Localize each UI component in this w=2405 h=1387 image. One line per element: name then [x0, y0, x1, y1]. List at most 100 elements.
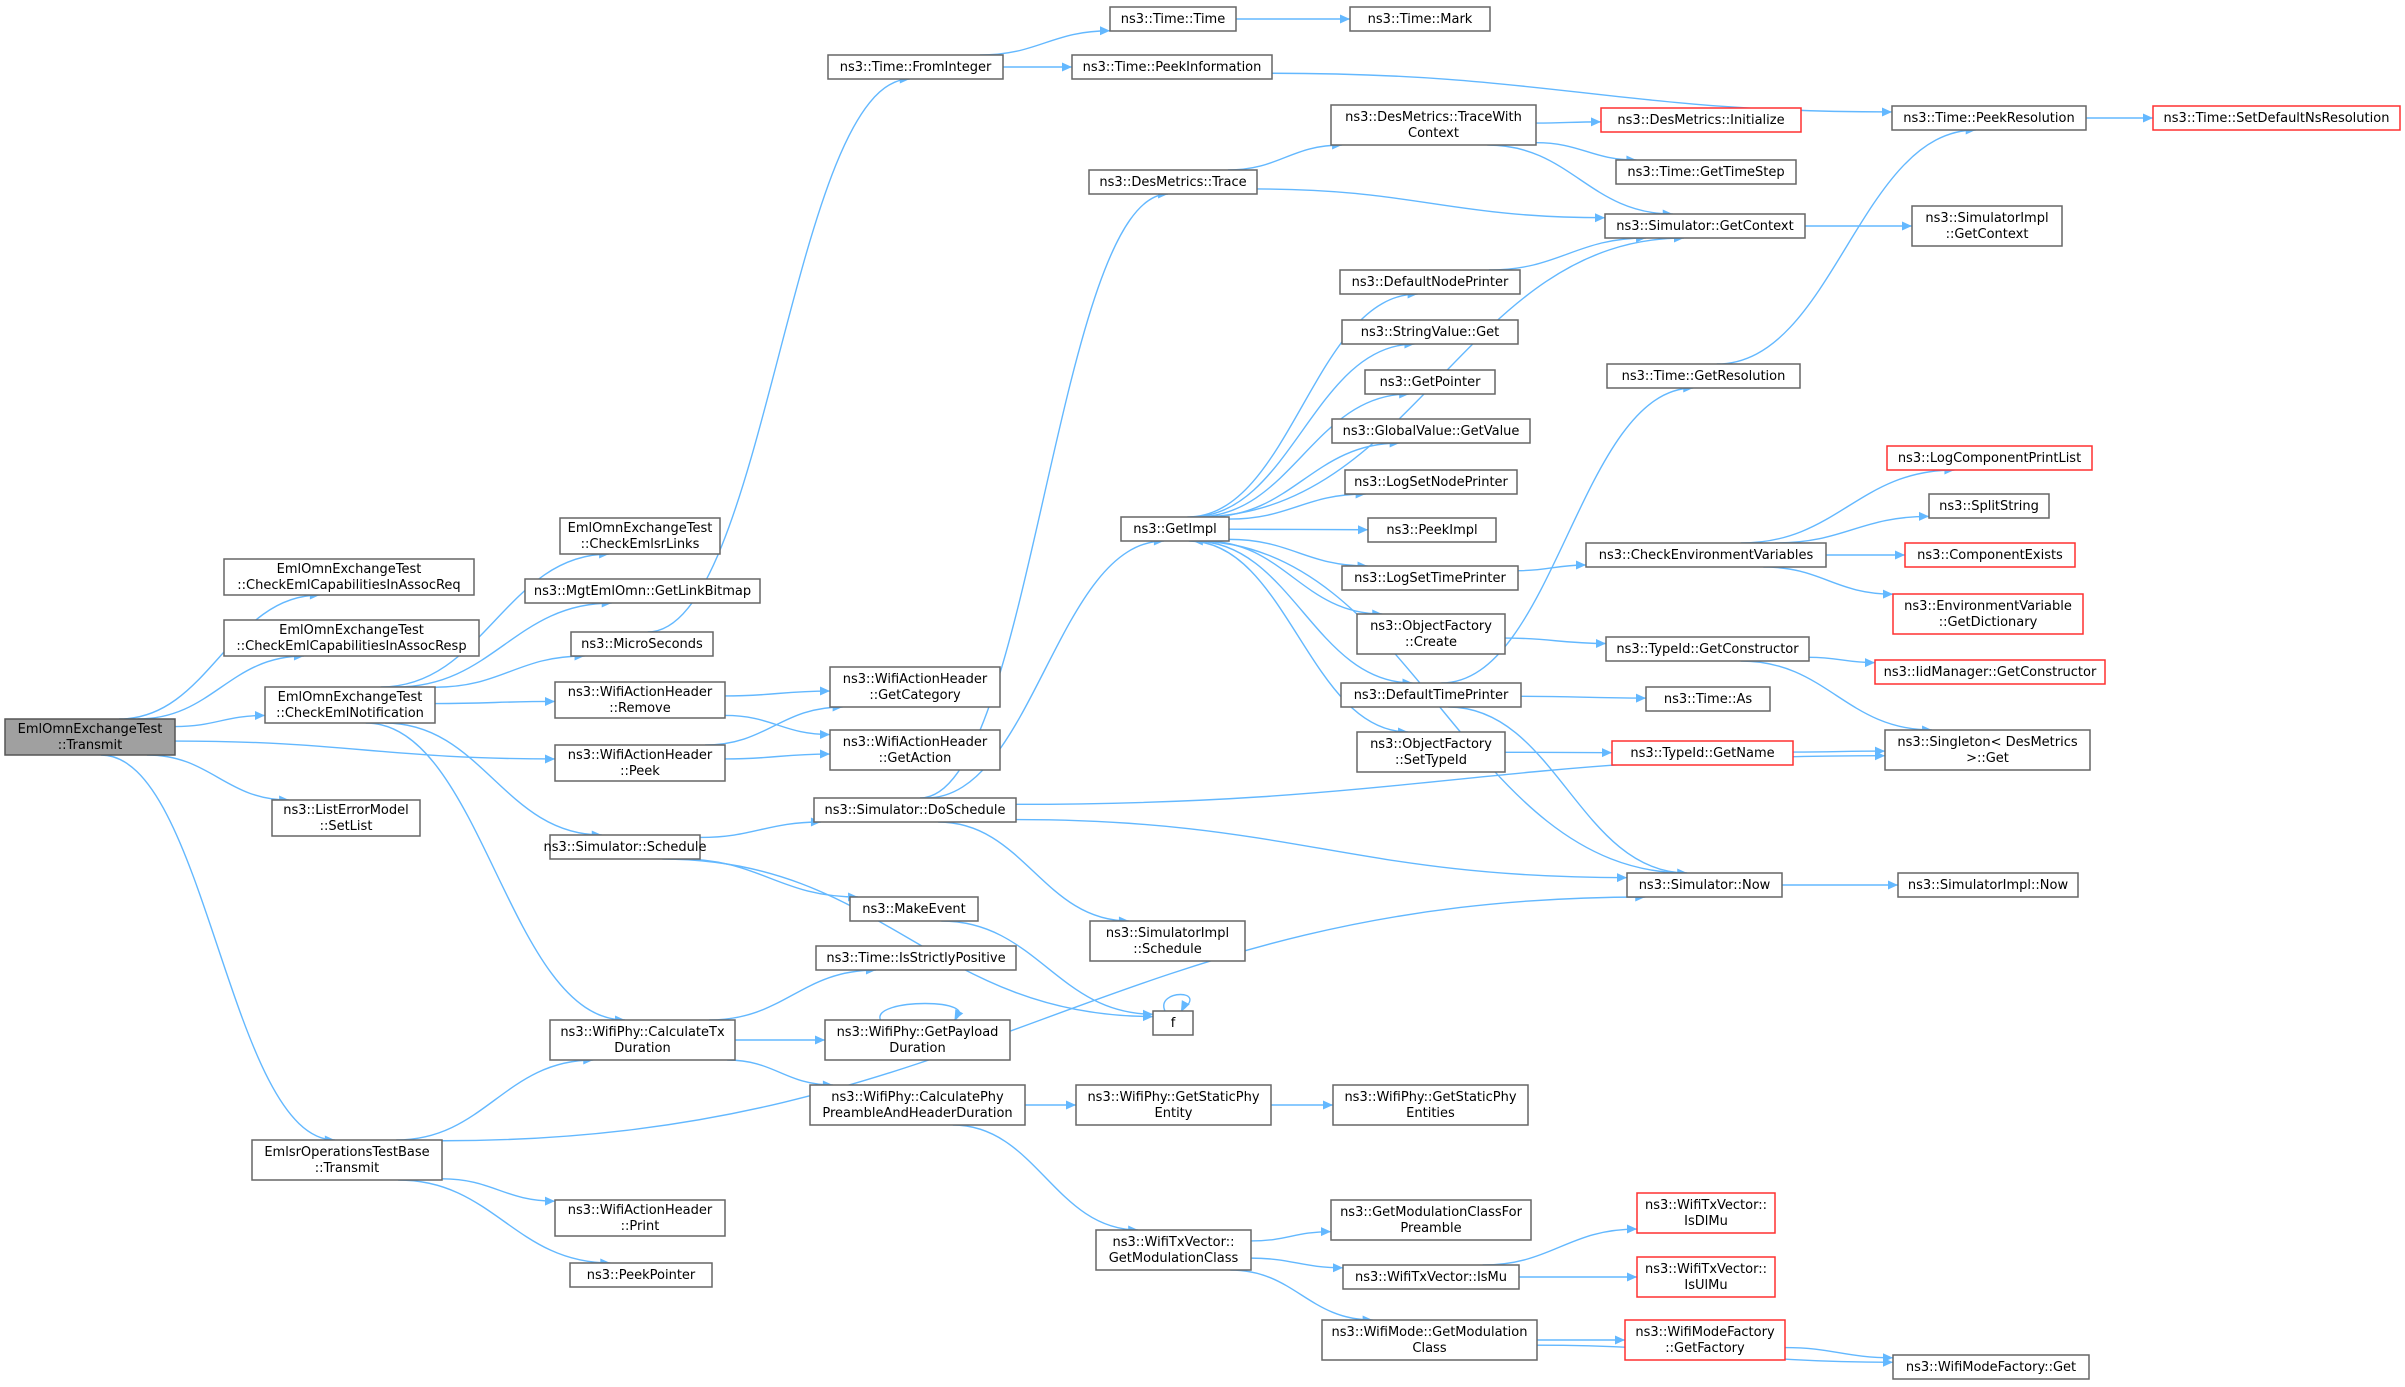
node-box: [1342, 1264, 1520, 1290]
graph-node[interactable]: ns3::DesMetrics::Initialize: [1600, 107, 1802, 133]
graph-node[interactable]: ns3::Time::As: [1645, 686, 1771, 712]
graph-node[interactable]: EmlOmnExchangeTest::CheckEmlCapabilities…: [223, 558, 475, 596]
edge-n32-n47-arrowhead: [1591, 117, 1601, 127]
graph-node[interactable]: ns3::ComponentExists: [1904, 542, 2076, 568]
graph-node[interactable]: ns3::Time::Time: [1109, 6, 1237, 32]
node-label: ns3::LogComponentPrintList: [1898, 451, 2081, 466]
graph-node[interactable]: EmlOmnExchangeTest::Transmit: [4, 718, 176, 756]
graph-node[interactable]: ns3::PeekImpl: [1367, 517, 1497, 543]
graph-node[interactable]: ns3::WifiModeFactory::Get: [1892, 1354, 2090, 1380]
graph-node[interactable]: ns3::ListErrorModel::SetList: [271, 799, 421, 837]
graph-node[interactable]: ns3::Time::SetDefaultNsResolution: [2152, 105, 2401, 131]
graph-node[interactable]: EmlsrOperationsTestBase::Transmit: [251, 1139, 443, 1181]
graph-node[interactable]: ns3::WifiTxVector::IsMu: [1342, 1264, 1520, 1290]
graph-node[interactable]: ns3::LogComponentPrintList: [1886, 445, 2093, 471]
graph-node[interactable]: ns3::Simulator::DoSchedule: [813, 797, 1017, 823]
graph-node[interactable]: ns3::Simulator::Now: [1626, 872, 1783, 898]
graph-node[interactable]: ns3::LogSetTimePrinter: [1341, 565, 1519, 591]
graph-node[interactable]: EmlOmnExchangeTest::CheckEmlsrLinks: [559, 517, 721, 555]
node-label: ns3::IidManager::GetConstructor: [1884, 665, 2097, 680]
graph-node[interactable]: ns3::WifiTxVector::GetModulationClass: [1095, 1229, 1252, 1271]
node-box: [1339, 269, 1521, 295]
node-box: [1089, 920, 1246, 962]
graph-node[interactable]: ns3::Time::PeekInformation: [1071, 54, 1273, 80]
graph-node[interactable]: ns3::Simulator::Schedule: [543, 834, 707, 860]
graph-node[interactable]: ns3::Simulator::GetContext: [1604, 213, 1806, 239]
edge-n3-n8: [434, 655, 585, 688]
graph-node[interactable]: ns3::DefaultNodePrinter: [1339, 269, 1521, 295]
edges-layer: [100, 14, 2153, 1367]
node-label: EmlsrOperationsTestBase: [264, 1145, 429, 1160]
edge-n9-n17: [724, 714, 831, 736]
graph-node[interactable]: ns3::Time::FromInteger: [827, 54, 1004, 80]
graph-node[interactable]: ns3::GlobalValue::GetValue: [1331, 418, 1531, 444]
graph-node[interactable]: ns3::WifiTxVector::IsDlMu: [1636, 1192, 1776, 1234]
edge-n42-n54-arrowhead: [1602, 748, 1612, 758]
graph-node[interactable]: ns3::SimulatorImpl::Schedule: [1089, 920, 1246, 962]
graph-node[interactable]: ns3::GetPointer: [1364, 369, 1496, 395]
node-box: [829, 729, 1001, 771]
graph-node[interactable]: ns3::LogSetNodePrinter: [1344, 469, 1518, 495]
node-label: ns3::WifiPhy::CalculateTx: [560, 1025, 725, 1040]
graph-node[interactable]: ns3::SplitString: [1928, 493, 2050, 519]
graph-node[interactable]: ns3::WifiActionHeader::Remove: [554, 681, 726, 719]
graph-node[interactable]: ns3::SimulatorImpl::Now: [1897, 872, 2079, 898]
graph-node[interactable]: ns3::StringValue::Get: [1341, 319, 1519, 345]
graph-node[interactable]: ns3::WifiActionHeader::GetAction: [829, 729, 1001, 771]
graph-node[interactable]: ns3::DefaultTimePrinter: [1340, 682, 1522, 708]
node-label: Duration: [614, 1041, 670, 1056]
node-box: [1911, 205, 2063, 247]
graph-node[interactable]: ns3::MakeEvent: [849, 896, 979, 922]
graph-node[interactable]: f: [1152, 1010, 1194, 1036]
graph-node[interactable]: ns3::WifiActionHeader::Print: [554, 1199, 726, 1237]
graph-node[interactable]: ns3::TypeId::GetConstructor: [1605, 636, 1810, 662]
node-box: [1341, 565, 1519, 591]
graph-node[interactable]: ns3::Time::IsStrictlyPositive: [815, 945, 1017, 971]
node-box: [1874, 659, 2106, 685]
graph-node[interactable]: ns3::WifiActionHeader::Peek: [554, 744, 726, 782]
node-box: [1340, 682, 1522, 708]
graph-node[interactable]: ns3::EnvironmentVariable::GetDictionary: [1892, 593, 2084, 635]
node-box: [1645, 686, 1771, 712]
graph-node[interactable]: ns3::MgtEmlOmn::GetLinkBitmap: [524, 578, 761, 604]
graph-node[interactable]: ns3::WifiTxVector::IsUlMu: [1636, 1256, 1776, 1298]
graph-node[interactable]: ns3::GetImpl: [1120, 516, 1230, 542]
graph-node[interactable]: ns3::IidManager::GetConstructor: [1874, 659, 2106, 685]
graph-node[interactable]: ns3::SimulatorImpl::GetContext: [1911, 205, 2063, 247]
graph-node[interactable]: ns3::DesMetrics::Trace: [1088, 169, 1258, 195]
node-label: ::GetAction: [879, 751, 952, 766]
graph-node[interactable]: EmlOmnExchangeTest::CheckEmlNotification: [264, 686, 436, 724]
node-label: ns3::Time::GetResolution: [1622, 369, 1786, 384]
graph-node[interactable]: ns3::MicroSeconds: [570, 631, 714, 657]
graph-node[interactable]: ns3::Singleton< DesMetrics>::Get: [1884, 729, 2091, 771]
graph-node[interactable]: ns3::Time::GetResolution: [1606, 363, 1801, 389]
edge-n26-n38: [1228, 528, 1369, 531]
graph-node[interactable]: ns3::WifiActionHeader::GetCategory: [829, 666, 1001, 708]
graph-node[interactable]: ns3::WifiMode::GetModulationClass: [1321, 1319, 1538, 1361]
graph-node[interactable]: ns3::ObjectFactory::Create: [1356, 613, 1506, 655]
graph-node[interactable]: ns3::ObjectFactory::SetTypeId: [1356, 731, 1506, 773]
node-box: [2152, 105, 2401, 131]
graph-node[interactable]: ns3::Time::PeekResolution: [1891, 105, 2087, 131]
graph-node[interactable]: ns3::Time::Mark: [1349, 6, 1491, 32]
graph-node[interactable]: ns3::Time::GetTimeStep: [1615, 159, 1797, 185]
node-box: [849, 896, 979, 922]
graph-node[interactable]: ns3::TypeId::GetName: [1611, 740, 1794, 766]
graph-node[interactable]: EmlOmnExchangeTest::CheckEmlCapabilities…: [223, 619, 480, 657]
node-box: [271, 799, 421, 837]
graph-node[interactable]: ns3::PeekPointer: [569, 1262, 713, 1288]
graph-node[interactable]: ns3::WifiPhy::CalculatePhyPreambleAndHea…: [809, 1084, 1026, 1126]
node-box: [554, 681, 726, 719]
node-label: ns3::Time::FromInteger: [840, 60, 992, 75]
graph-node[interactable]: ns3::CheckEnvironmentVariables: [1585, 542, 1827, 568]
graph-node[interactable]: ns3::WifiModeFactory::GetFactory: [1624, 1319, 1786, 1361]
node-box: [1109, 6, 1237, 32]
edge-n18-n55: [1015, 818, 1628, 879]
